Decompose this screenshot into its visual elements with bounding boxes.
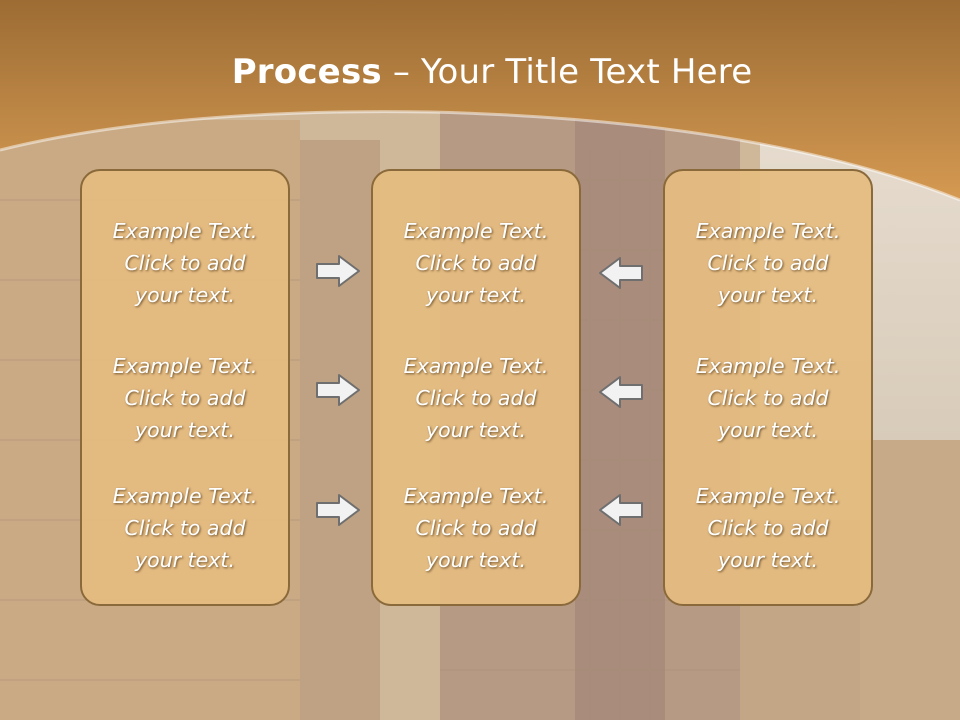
text-line: your text. bbox=[426, 548, 526, 572]
text-block[interactable]: Example Text. Click to add your text. bbox=[373, 350, 579, 446]
text-block[interactable]: Example Text. Click to add your text. bbox=[665, 215, 871, 311]
text-line: Click to add bbox=[415, 251, 537, 275]
text-line: your text. bbox=[718, 548, 818, 572]
text-line: Example Text. bbox=[112, 219, 258, 243]
left-arrow-icon bbox=[599, 376, 643, 408]
title-bold: Process bbox=[231, 52, 382, 92]
text-block[interactable]: Example Text. Click to add your text. bbox=[82, 350, 288, 446]
text-line: Click to add bbox=[707, 516, 829, 540]
text-line: Example Text. bbox=[695, 354, 841, 378]
slide-title[interactable]: Process – Your Title Text Here bbox=[0, 52, 960, 92]
text-line: your text. bbox=[718, 418, 818, 442]
text-block[interactable]: Example Text. Click to add your text. bbox=[665, 350, 871, 446]
text-line: Click to add bbox=[124, 386, 246, 410]
text-line: Example Text. bbox=[112, 354, 258, 378]
process-box-center[interactable]: Example Text. Click to add your text. Ex… bbox=[371, 169, 581, 606]
text-line: your text. bbox=[135, 283, 235, 307]
text-block[interactable]: Example Text. Click to add your text. bbox=[82, 215, 288, 311]
text-line: Example Text. bbox=[403, 484, 549, 508]
left-arrow-icon bbox=[599, 257, 643, 289]
text-block[interactable]: Example Text. Click to add your text. bbox=[82, 480, 288, 576]
text-line: Click to add bbox=[124, 251, 246, 275]
text-line: Example Text. bbox=[695, 219, 841, 243]
text-line: your text. bbox=[135, 548, 235, 572]
process-box-right[interactable]: Example Text. Click to add your text. Ex… bbox=[663, 169, 873, 606]
process-box-left[interactable]: Example Text. Click to add your text. Ex… bbox=[80, 169, 290, 606]
text-line: Example Text. bbox=[112, 484, 258, 508]
text-line: Example Text. bbox=[695, 484, 841, 508]
text-line: your text. bbox=[426, 283, 526, 307]
right-arrow-icon bbox=[316, 374, 360, 406]
text-line: Click to add bbox=[415, 386, 537, 410]
title-rest: – Your Title Text Here bbox=[381, 52, 753, 92]
text-block[interactable]: Example Text. Click to add your text. bbox=[373, 480, 579, 576]
text-block[interactable]: Example Text. Click to add your text. bbox=[373, 215, 579, 311]
text-line: your text. bbox=[426, 418, 526, 442]
text-line: Click to add bbox=[124, 516, 246, 540]
text-line: Example Text. bbox=[403, 219, 549, 243]
text-line: Click to add bbox=[707, 386, 829, 410]
right-arrow-icon bbox=[316, 255, 360, 287]
text-line: Example Text. bbox=[403, 354, 549, 378]
text-block[interactable]: Example Text. Click to add your text. bbox=[665, 480, 871, 576]
text-line: Click to add bbox=[415, 516, 537, 540]
left-arrow-icon bbox=[599, 494, 643, 526]
right-arrow-icon bbox=[316, 494, 360, 526]
text-line: your text. bbox=[135, 418, 235, 442]
text-line: your text. bbox=[718, 283, 818, 307]
text-line: Click to add bbox=[707, 251, 829, 275]
